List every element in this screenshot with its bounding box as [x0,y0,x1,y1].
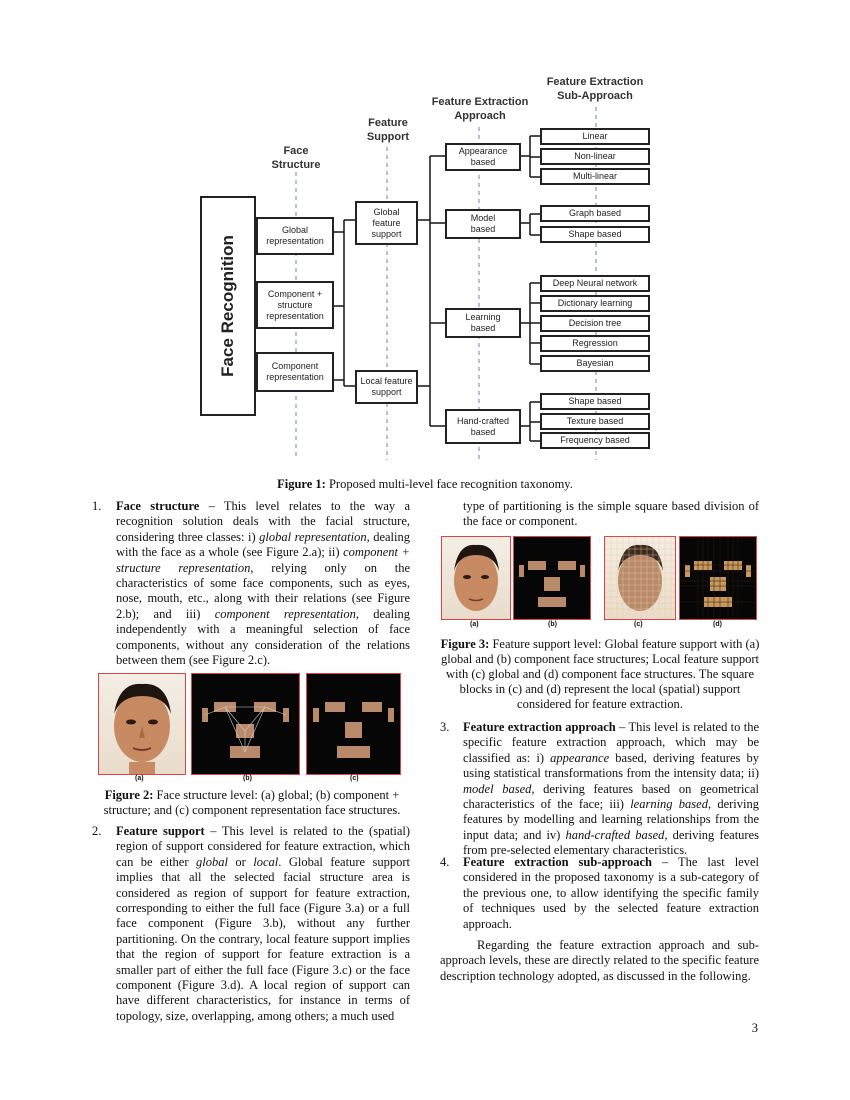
face-components-grid-3d [680,537,756,619]
figure3-caption: Figure 3: Feature support level: Global … [440,637,760,711]
node-component-structure-representation: Component + structure representation [256,281,334,329]
node-texture-based: Texture based [540,413,650,430]
item1-number: 1. [92,499,102,513]
face-components [313,702,394,758]
figure1-caption: Figure 1: Proposed multi-level face reco… [277,477,573,491]
root-face-recognition: Face Recognition [200,196,256,416]
item2-paragraph: Feature support – This level is related … [116,824,410,1023]
level-heading-extraction-approach: Feature Extraction Approach [431,96,529,122]
item2-number: 2. [92,824,102,838]
figure3-image-b [513,536,591,620]
face-photo-3a [454,544,499,611]
taxonomy-connectors [245,107,597,460]
figure2-image-c [306,673,401,775]
node-global-feature-support: Global feature support [355,201,418,245]
figure2-image-b [191,673,300,775]
item4-number: 4. [440,855,450,869]
face-components-3b [519,561,585,607]
figure3-image-a [441,536,511,620]
figure3-image-d [679,536,757,620]
face-photo-a [114,683,171,774]
node-handcrafted-based: Hand-crafted based [445,409,521,444]
node-model-shape-based: Shape based [540,226,650,243]
item3-number: 3. [440,720,450,734]
right-continuation: type of partitioning is the simple squar… [463,499,759,529]
figure2-caption: Figure 2: Face structure level: (a) glob… [103,788,401,817]
node-deep-neural-network: Deep Neural network [540,275,650,292]
figure2-image-a [98,673,186,775]
node-global-representation: Global representation [256,217,334,255]
node-handcrafted-shape-based: Shape based [540,393,650,410]
figure2-label-a: (a) [135,775,144,782]
node-regression: Regression [540,335,650,352]
level-heading-feature-support: Feature Support [366,117,410,143]
face-grid-3c [605,537,675,619]
node-bayesian: Bayesian [540,355,650,372]
figure2-label-c: (c) [350,775,359,782]
figure3-label-b: (b) [548,621,557,628]
figure3-label-d: (d) [713,621,722,628]
node-dictionary-learning: Dictionary learning [540,295,650,312]
node-frequency-based: Frequency based [540,432,650,449]
level-heading-face-structure: Face Structure [271,145,321,171]
node-local-feature-support: Local feature support [355,370,418,404]
node-linear: Linear [540,128,650,145]
figure3-image-c [604,536,676,620]
node-multi-linear: Multi-linear [540,168,650,185]
level-heading-extraction-sub-approach: Feature Extraction Sub-Approach [546,76,644,102]
page-number: 3 [751,1021,758,1035]
figure3-label-c: (c) [634,621,643,628]
closing-paragraph: Regarding the feature extraction approac… [440,938,759,983]
item3-paragraph: Feature extraction approach – This level… [463,720,760,858]
taxonomy-diagram: Face Structure Feature Support Feature E… [190,70,670,460]
node-component-representation: Component representation [256,352,334,392]
figure2-label-b: (b) [243,775,252,782]
node-graph-based: Graph based [540,205,650,222]
figure3-label-a: (a) [470,621,479,628]
node-learning-based: Learning based [445,308,521,338]
node-appearance-based: Appearance based [445,143,521,171]
node-decision-tree: Decision tree [540,315,650,332]
node-non-linear: Non-linear [540,148,650,165]
node-model-based: Model based [445,209,521,239]
face-components-structure [202,702,289,758]
item4-paragraph: Feature extraction sub-approach – The la… [463,855,759,931]
item1-paragraph: Face structure – This level relates to t… [116,499,411,668]
